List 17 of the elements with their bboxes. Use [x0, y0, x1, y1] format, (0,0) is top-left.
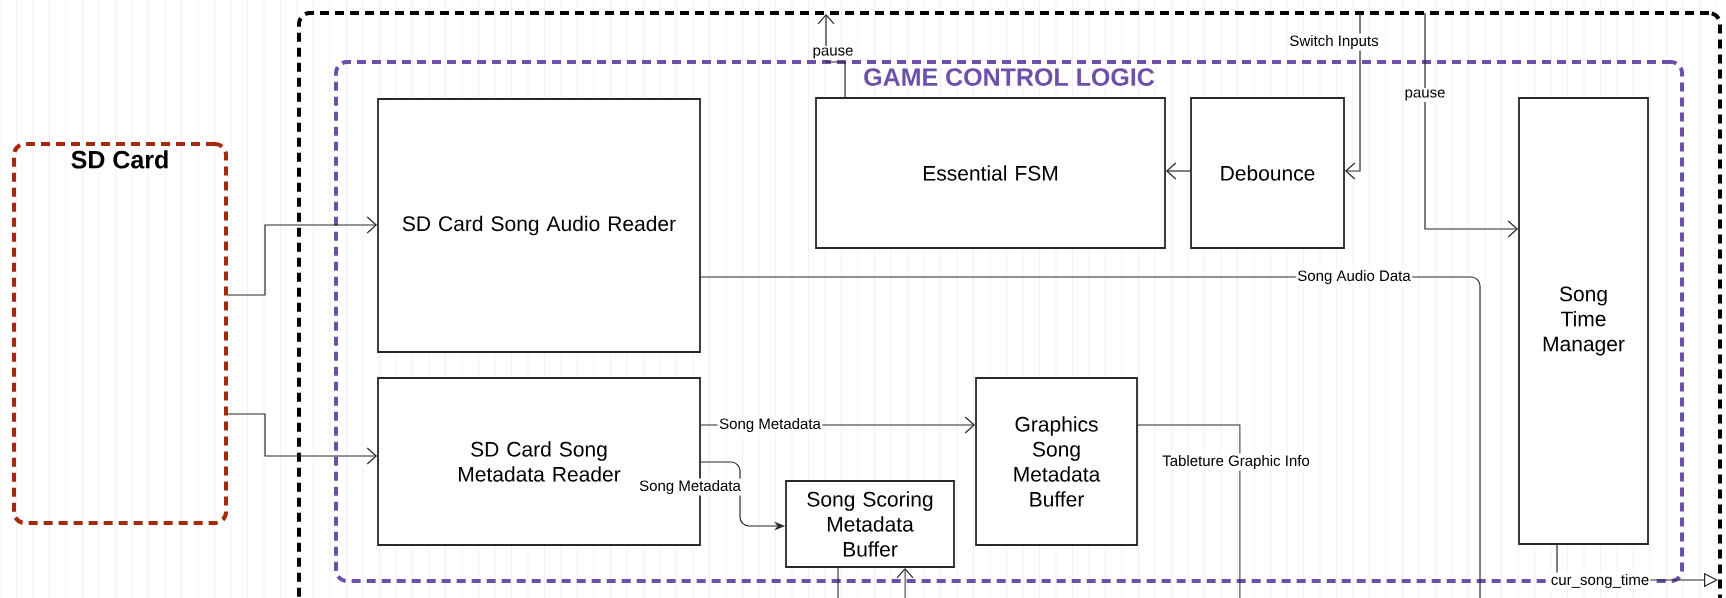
arrow	[227, 413, 378, 465]
arrow	[1344, 12, 1361, 180]
board-outline	[297, 11, 1722, 598]
arrow	[1165, 162, 1191, 180]
process-box: Song Scoring Metadata Buffer	[785, 480, 955, 568]
process-box: Graphics Song Metadata Buffer	[975, 377, 1138, 546]
card-outline: SD Card	[12, 142, 228, 525]
arrow	[896, 567, 914, 598]
process-box: Debounce	[1190, 97, 1345, 249]
arrow	[227, 216, 378, 296]
arrow	[817, 14, 846, 98]
process-box: Song Time Manager	[1518, 97, 1649, 545]
connector-line	[1137, 424, 1241, 598]
process-box: SD Card Song Audio Reader	[377, 98, 701, 353]
connector-line	[837, 567, 839, 598]
arrow	[1424, 12, 1519, 238]
process-box: Essential FSM	[815, 97, 1166, 249]
